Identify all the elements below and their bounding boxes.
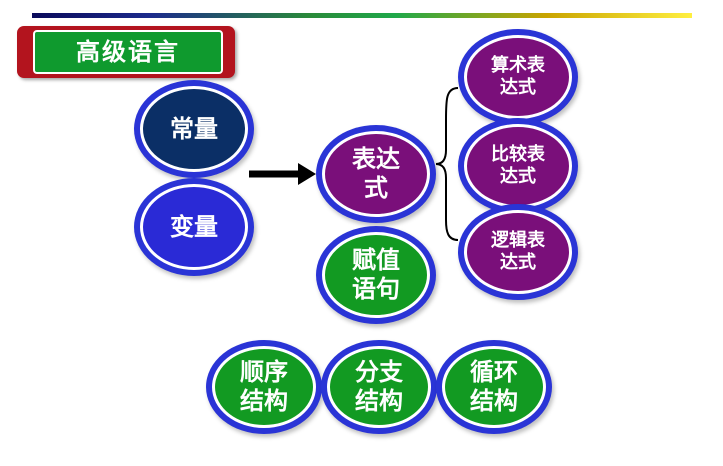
logical-expression-label: 逻辑表 达式	[491, 230, 545, 273]
assignment-node: 赋值 语句	[322, 232, 430, 318]
constant-node: 常量	[140, 86, 248, 172]
loop-structure-label: 循环 结构	[470, 358, 518, 415]
sequence-structure-node: 顺序 结构	[212, 346, 316, 428]
variable-label: 变量	[170, 212, 218, 241]
expression-label: 表达 式	[352, 145, 400, 202]
variable-node: 变量	[140, 184, 248, 270]
branch-structure-node: 分支 结构	[327, 346, 431, 428]
brace	[435, 87, 459, 241]
header-gradient-line	[32, 13, 692, 18]
arithmetic-expression-label: 算术表 达式	[491, 55, 545, 98]
page-title: 高级语言	[33, 30, 223, 74]
assignment-label: 赋值 语句	[352, 246, 400, 303]
arrow-head	[298, 163, 316, 185]
sequence-structure-label: 顺序 结构	[240, 358, 288, 415]
comparison-expression-label: 比较表 达式	[491, 144, 545, 187]
loop-structure-node: 循环 结构	[442, 346, 546, 428]
branch-structure-label: 分支 结构	[355, 358, 403, 415]
expression-node: 表达 式	[322, 131, 430, 217]
logical-expression-node: 逻辑表 达式	[464, 210, 572, 294]
title-banner: 高级语言	[17, 26, 235, 78]
arithmetic-expression-node: 算术表 达式	[464, 35, 572, 119]
constant-label: 常量	[170, 114, 218, 143]
comparison-expression-node: 比较表 达式	[464, 124, 572, 208]
